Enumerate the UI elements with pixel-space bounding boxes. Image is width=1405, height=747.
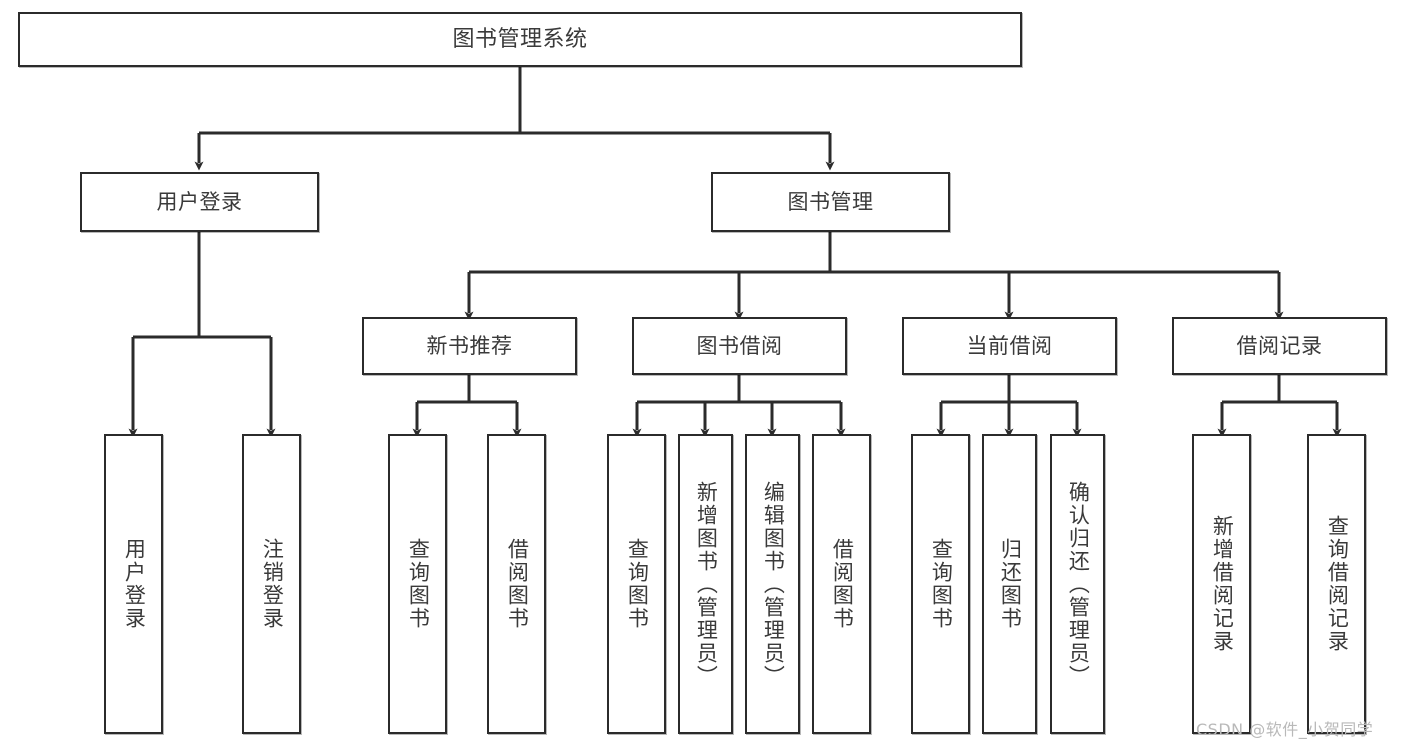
node-label: 查询借阅记录 xyxy=(1325,515,1350,653)
node-borrow-record[interactable]: 借阅记录 xyxy=(1172,317,1387,375)
node-label: 借阅图书 xyxy=(505,538,530,630)
node-leaf-borrow-book-1[interactable]: 借阅图书 xyxy=(487,434,546,734)
node-label: 确认归还（管理员） xyxy=(1066,480,1091,688)
node-label: 查询图书 xyxy=(625,538,650,630)
node-current-borrow[interactable]: 当前借阅 xyxy=(902,317,1117,375)
node-label: 图书管理系统 xyxy=(452,26,588,52)
node-leaf-borrow-book-2[interactable]: 借阅图书 xyxy=(812,434,871,734)
node-leaf-add-record[interactable]: 新增借阅记录 xyxy=(1192,434,1251,734)
node-leaf-query-book-3[interactable]: 查询图书 xyxy=(911,434,970,734)
node-label: 用户登录 xyxy=(122,538,147,630)
node-label: 当前借阅 xyxy=(966,333,1053,358)
node-label: 查询图书 xyxy=(929,538,954,630)
node-label: 用户登录 xyxy=(156,189,243,214)
node-label: 图书借阅 xyxy=(696,333,783,358)
node-leaf-logout-login[interactable]: 注销登录 xyxy=(242,434,301,734)
node-label: 新增图书（管理员） xyxy=(694,480,719,688)
node-label: 新增借阅记录 xyxy=(1210,515,1235,653)
node-label: 编辑图书（管理员） xyxy=(761,480,786,688)
node-leaf-edit-book[interactable]: 编辑图书（管理员） xyxy=(745,434,800,734)
node-leaf-query-book-1[interactable]: 查询图书 xyxy=(388,434,447,734)
node-new-book-recommend[interactable]: 新书推荐 xyxy=(362,317,577,375)
node-book-manage[interactable]: 图书管理 xyxy=(711,172,950,232)
node-label: 借阅图书 xyxy=(830,538,855,630)
node-user-login[interactable]: 用户登录 xyxy=(80,172,319,232)
node-label: 借阅记录 xyxy=(1236,333,1323,358)
node-label: 图书管理 xyxy=(787,189,874,214)
node-leaf-user-login[interactable]: 用户登录 xyxy=(104,434,163,734)
watermark-text: CSDN @软件_小贺同学 xyxy=(1196,720,1374,739)
node-label: 注销登录 xyxy=(260,538,285,630)
node-leaf-return-book[interactable]: 归还图书 xyxy=(982,434,1037,734)
node-leaf-add-book[interactable]: 新增图书（管理员） xyxy=(678,434,733,734)
node-leaf-confirm-return[interactable]: 确认归还（管理员） xyxy=(1050,434,1105,734)
node-label: 归还图书 xyxy=(998,538,1023,630)
node-root-system[interactable]: 图书管理系统 xyxy=(18,12,1022,67)
node-book-borrow[interactable]: 图书借阅 xyxy=(632,317,847,375)
node-label: 查询图书 xyxy=(406,538,431,630)
node-leaf-query-record[interactable]: 查询借阅记录 xyxy=(1307,434,1366,734)
node-label: 新书推荐 xyxy=(426,333,513,358)
node-leaf-query-book-2[interactable]: 查询图书 xyxy=(607,434,666,734)
